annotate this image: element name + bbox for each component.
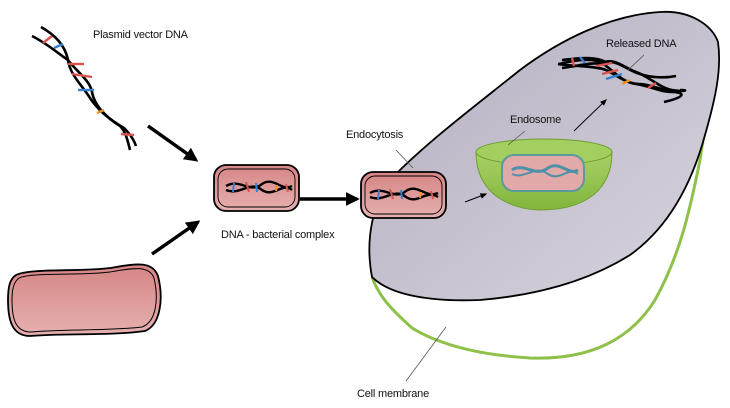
leader-released — [627, 54, 645, 71]
label-plasmid-vector-dna: Plasmid vector DNA — [93, 29, 189, 41]
label-endocytosis: Endocytosis — [346, 129, 404, 141]
cell-membrane-outline — [370, 44, 719, 360]
arrow-plasmid-to-complex — [146, 124, 199, 162]
label-dna-bacterial-complex: DNA - bacterial complex — [221, 229, 335, 241]
bacterium-lone — [7, 263, 162, 337]
arrow-to-released — [573, 99, 608, 132]
endosome — [475, 138, 613, 211]
label-endosome: Endosome — [510, 114, 561, 126]
label-cell-membrane: Cell membrane — [357, 388, 429, 400]
arrow-to-endosome — [464, 193, 488, 203]
arrow-bacterium-to-complex — [151, 220, 201, 256]
leader-endocytosis — [395, 149, 414, 169]
leader-membrane — [405, 326, 447, 382]
bacterium-complex-2 — [360, 171, 447, 219]
label-released-dna: Released DNA — [606, 38, 677, 50]
bacterium-complex-1 — [213, 164, 300, 212]
leader-endosome — [507, 130, 526, 146]
plasmid-dna — [31, 25, 138, 151]
released-dna — [557, 56, 687, 104]
